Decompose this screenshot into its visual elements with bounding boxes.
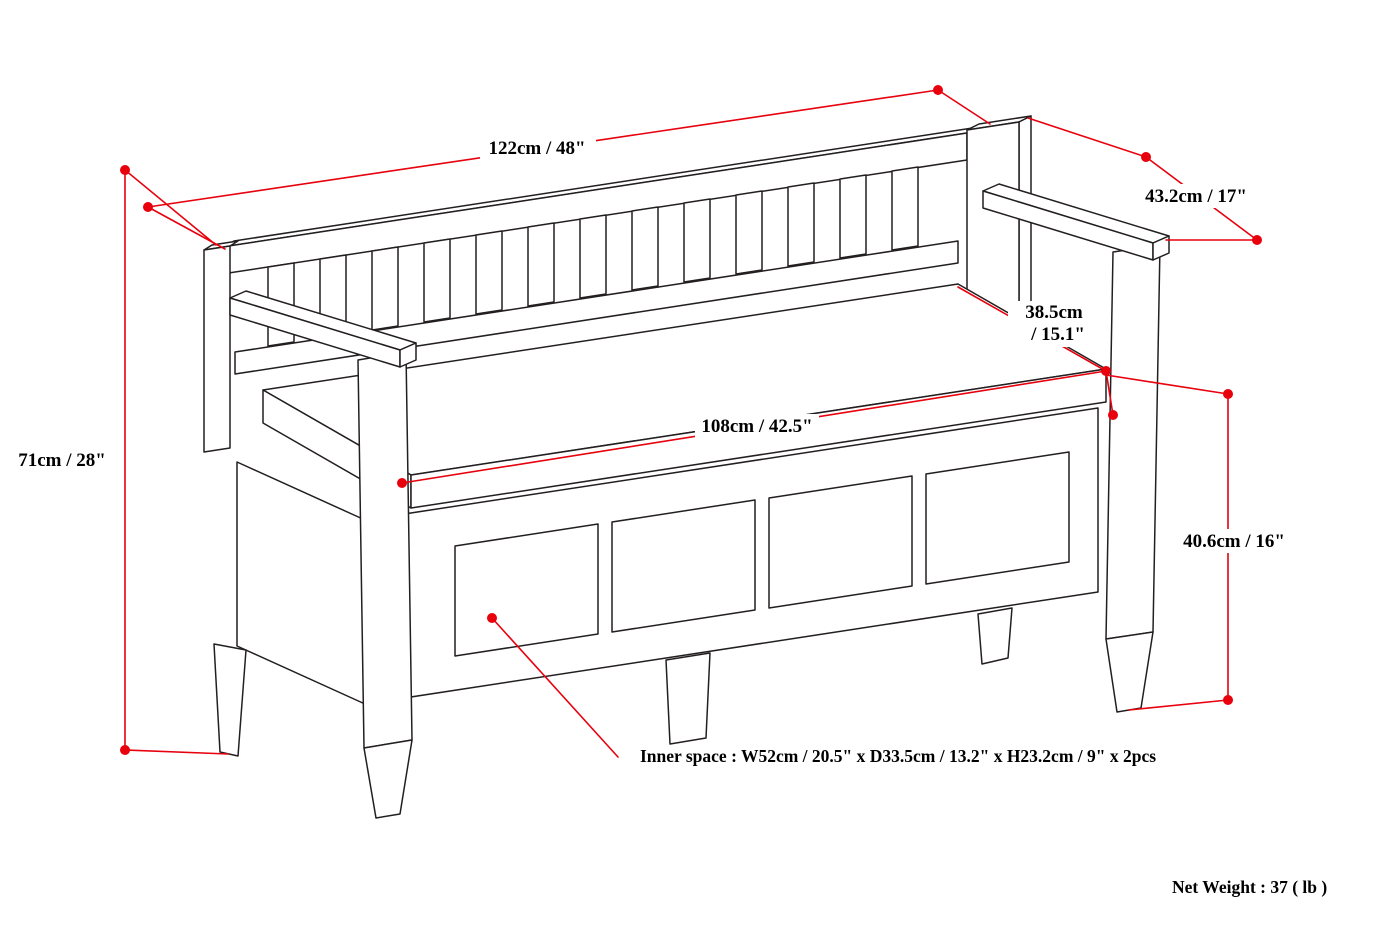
dimension-labels: 122cm / 48" 43.2cm / 17" 38.5cm / 15.1" …: [18, 136, 1327, 897]
seat-front: [410, 368, 1107, 509]
armrests: [229, 183, 1170, 819]
dimension-dot: [143, 202, 153, 212]
front-left-post: [357, 351, 413, 749]
dimension-dot: [1223, 695, 1233, 705]
extension-line-seat-height-top: [1105, 374, 1229, 395]
back-slat: [579, 214, 607, 299]
back-slat: [891, 166, 919, 251]
dimension-dot: [487, 613, 497, 623]
back-slat: [423, 238, 451, 323]
extension-line-depth-back: [1027, 117, 1147, 158]
dimension-label-depth: 43.2cm / 17": [1145, 186, 1247, 207]
extension-line-height-bottom: [124, 749, 229, 755]
left-arm-end: [399, 342, 417, 368]
back-slat: [839, 174, 867, 259]
back-bottom-rail-front: [234, 240, 959, 375]
box-panel-2: [611, 499, 756, 633]
dimension-label-inner-width: 108cm / 42.5": [701, 416, 812, 437]
back-slat: [527, 222, 555, 307]
box-panel-1: [454, 523, 599, 657]
label-mask: [1138, 184, 1256, 208]
back-left-post: [203, 245, 231, 453]
dimension-dot: [1101, 366, 1111, 376]
dimension-dot: [933, 85, 943, 95]
dimension-label-seat-depth-line1: 38.5cm: [1025, 302, 1083, 323]
dimension-label-seat-depth-line2: / 15.1": [1030, 324, 1085, 345]
back-slat: [371, 246, 399, 331]
storage-box: [236, 407, 1099, 705]
back-slat: [735, 190, 763, 275]
extension-line-height-top: [124, 169, 217, 246]
extension-line-seat-height-bottom: [1128, 699, 1229, 711]
dimension-label-overall-height: 71cm / 28": [18, 450, 106, 471]
note-net-weight: Net Weight : 37 ( lb ): [1172, 877, 1327, 897]
front-right-foot: [1105, 631, 1154, 713]
legs: [213, 607, 1013, 757]
front-left-foot: [363, 739, 413, 819]
label-mask: [1176, 529, 1294, 553]
dimension-dot: [120, 165, 130, 175]
dimension-dot: [1223, 389, 1233, 399]
dimension-dot: [120, 745, 130, 755]
back-slat: [787, 182, 815, 267]
center-rear-support: [977, 607, 1013, 665]
dimension-label-width: 122cm / 48": [488, 138, 585, 159]
backrest: [203, 115, 1032, 453]
right-arm-end: [1152, 235, 1170, 261]
bench-drawing: [203, 115, 1170, 819]
dimension-dot: [1141, 152, 1151, 162]
label-mask: [480, 136, 596, 160]
leader-line-inner-space: [491, 617, 619, 758]
front-right-post: [1105, 244, 1161, 640]
back-slat: [683, 198, 711, 283]
box-panel-3: [768, 475, 913, 609]
box-left-side: [236, 461, 366, 705]
dimension-label-seat-height: 40.6cm / 16": [1183, 531, 1285, 552]
note-inner-space: Inner space : W52cm / 20.5" x D33.5cm / …: [640, 746, 1156, 766]
back-left-leg: [213, 643, 247, 757]
extension-line-width-right: [937, 89, 991, 125]
dimension-dot: [1252, 235, 1262, 245]
dimension-dot: [397, 478, 407, 488]
dimension-dots: [120, 85, 1262, 755]
dimension-dot: [1108, 410, 1118, 420]
back-slat: [631, 206, 659, 291]
label-mask: [1008, 301, 1102, 347]
label-mask: [695, 414, 819, 438]
box-panel-4: [925, 451, 1070, 585]
center-front-support: [665, 652, 711, 745]
back-slat: [475, 230, 503, 315]
